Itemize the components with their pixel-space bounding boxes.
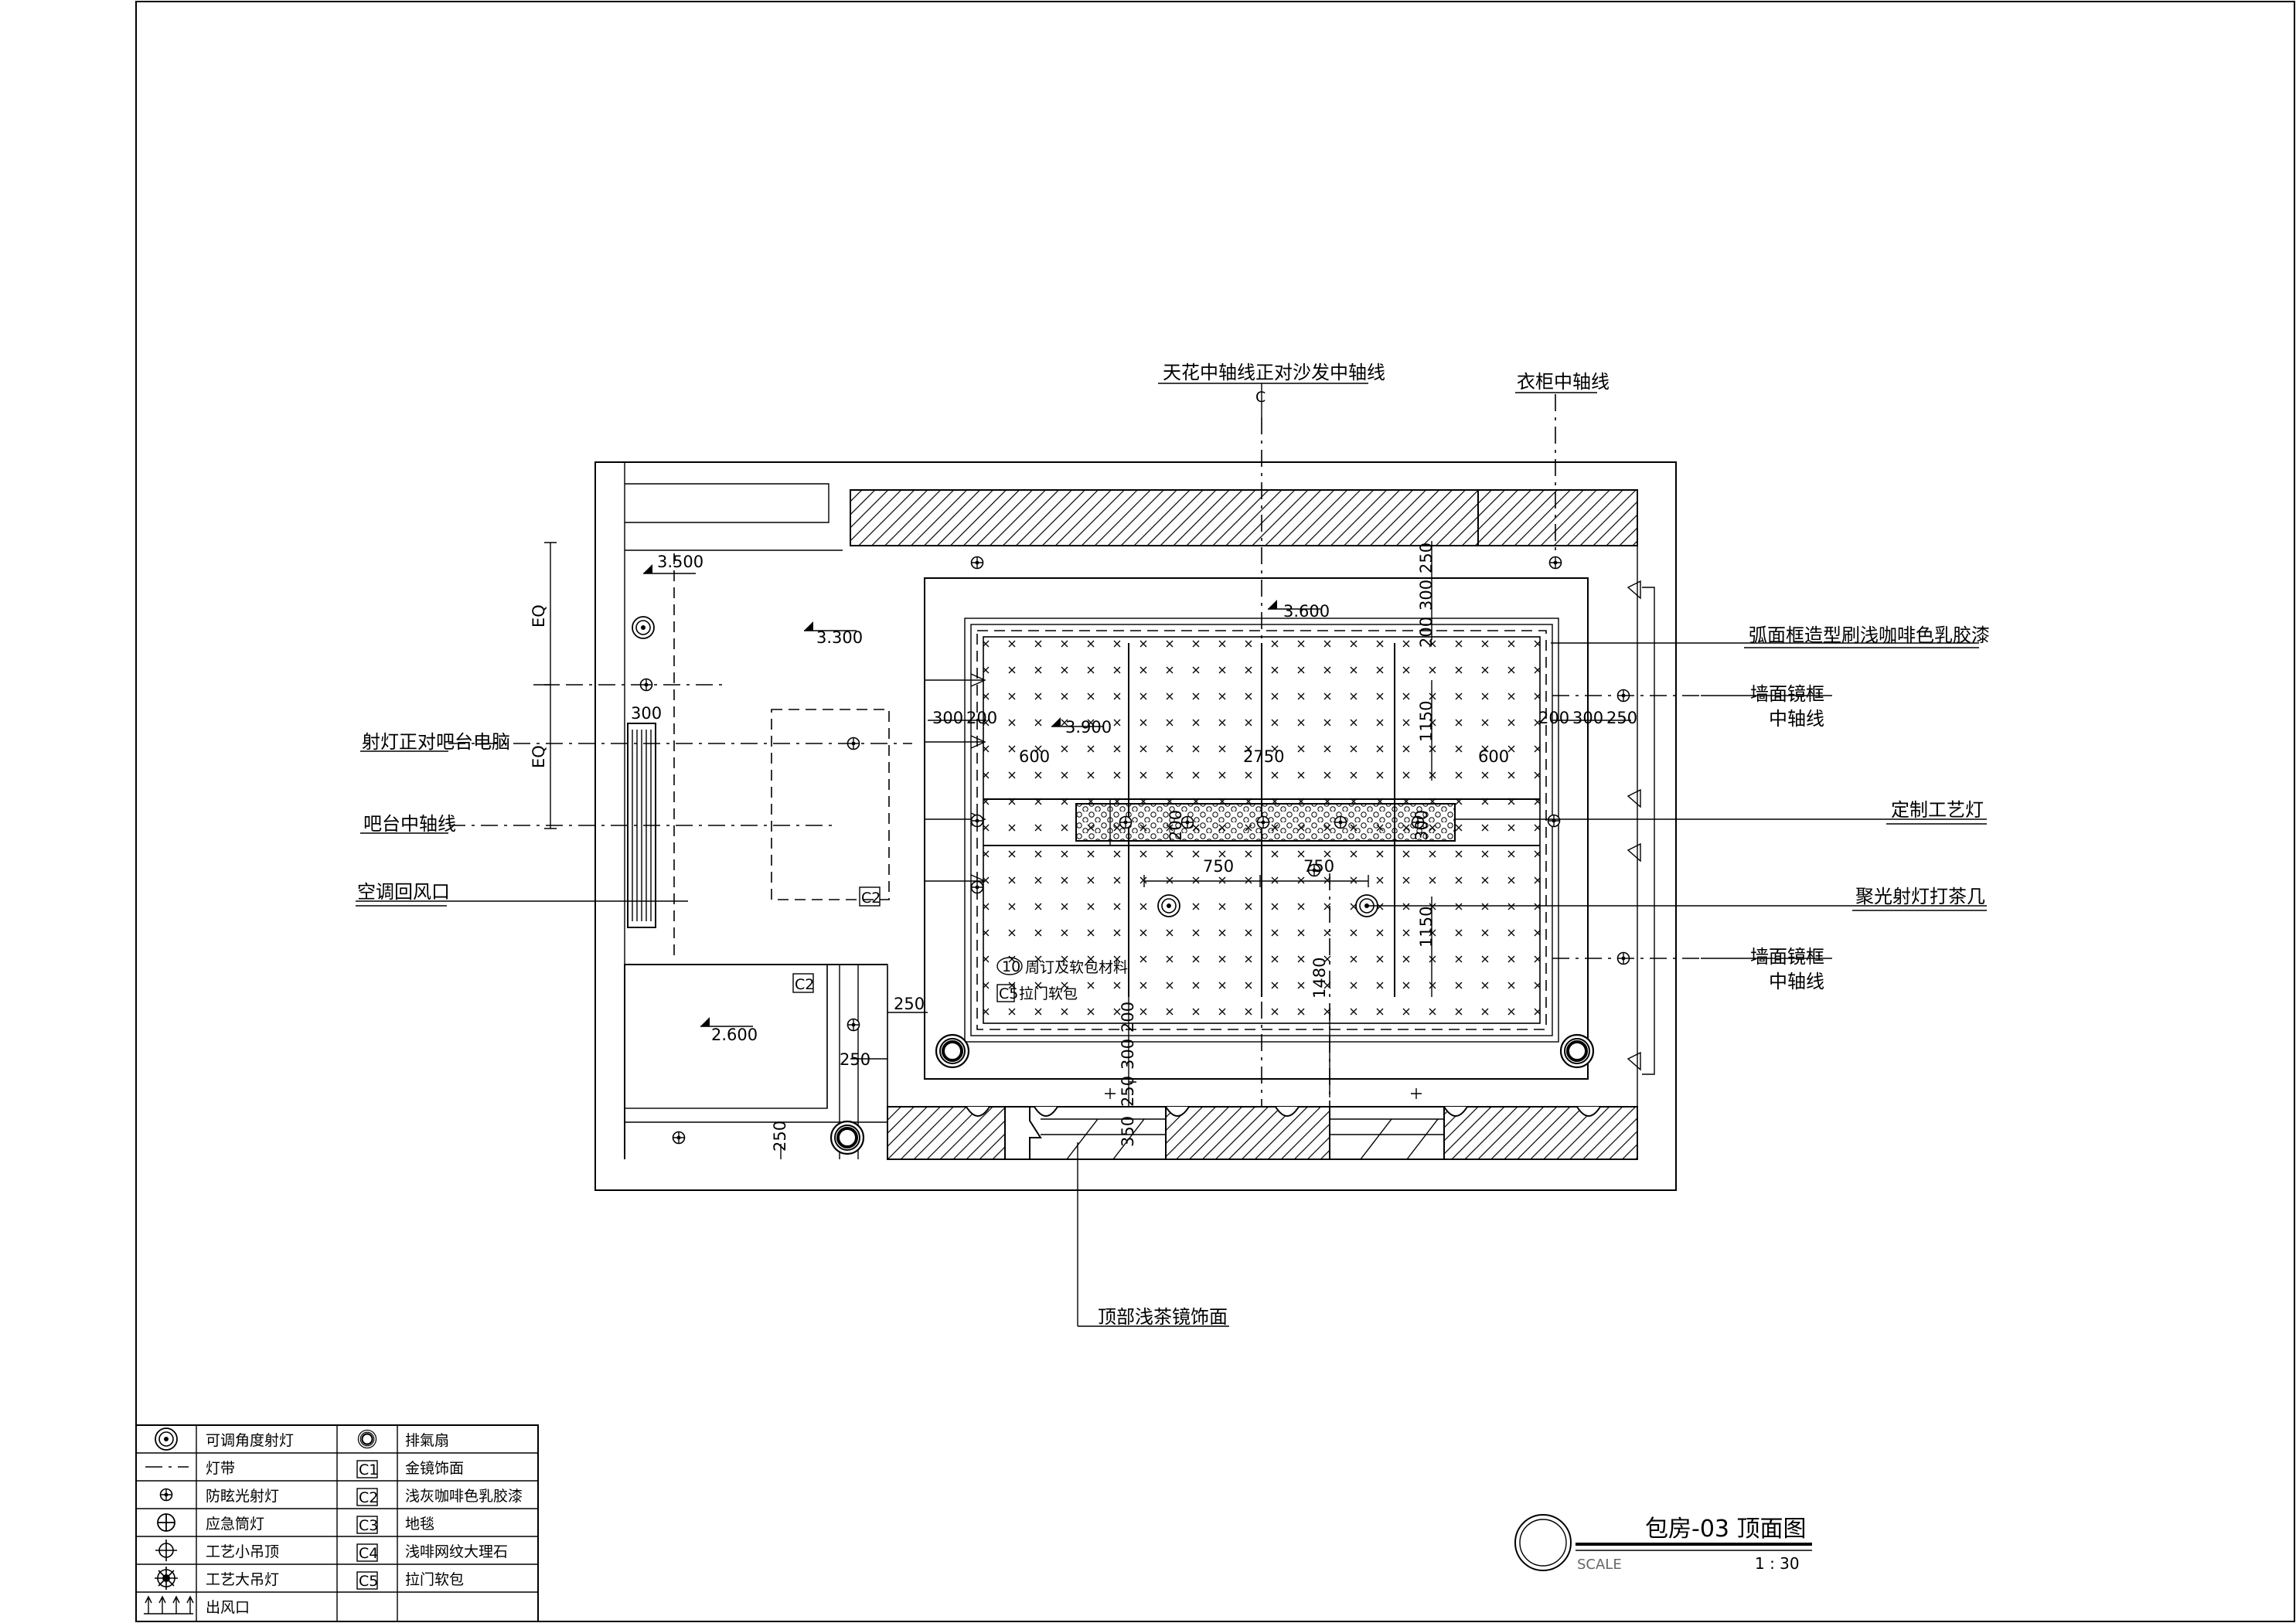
dim-750-b: 750 [1303,857,1334,876]
level-2600: 2.600 [711,1026,758,1044]
drawing-title: 包房-03 顶面图 [1645,1516,1807,1543]
outer-wall [594,461,1677,1191]
legend-label-3: 应急筒灯 [206,1516,264,1533]
legend-right-label-0: 排氣扇 [405,1432,449,1449]
dim-250-top: 250 [1417,543,1436,573]
dim-1150-bottom: 1150 [1417,907,1436,948]
legend-right-label-1: 金镜饰面 [405,1460,464,1477]
legend-right-label-4: 浅啡网纹大理石 [405,1543,508,1560]
title-block: 包房-03 顶面图 SCALE 1 : 30 [1514,1514,1812,1573]
tag-c2-b: C2 [795,976,814,993]
legend-label-4: 工艺小吊顶 [206,1543,279,1560]
level-3500: 3.500 [657,553,703,571]
legend-right-label-2: 浅灰咖啡色乳胶漆 [405,1488,523,1505]
legend-code-2: C2 [359,1489,378,1506]
callout-ceiling-axis: 天花中轴线正对沙发中轴线 [1163,362,1385,383]
callout-arc-frame: 弧面框造型刷浅咖啡色乳胶漆 [1749,624,1990,646]
callout-spot-computer: 射灯正对吧台电脑 [362,731,510,753]
callout-mirror-axis-2b: 中轴线 [1769,971,1824,992]
ceiling-panel-outer [924,577,1589,1080]
dim-300-right: 300 [1572,709,1603,727]
legend-label-5: 工艺大吊灯 [206,1571,279,1588]
tag-c2-a: C2 [861,890,881,907]
level-3900: 3.900 [1065,718,1112,737]
soft-pack-tag-2: C5 [999,985,1018,1002]
dim-200-right: 200 [1538,709,1569,727]
legend-label-0: 可调角度射灯 [206,1432,294,1449]
callout-wardrobe-axis: 衣柜中轴线 [1517,371,1610,393]
dim-600-right: 600 [1478,747,1509,766]
callout-custom-lamp: 定制工艺灯 [1891,799,1984,821]
legend-code-3: C3 [359,1517,378,1534]
soft-pack-tag-1: 10 [1002,958,1020,975]
sheet-border [135,1,2295,1622]
legend-label-6: 出风口 [206,1599,250,1616]
dim-300-left: 300 [932,709,963,727]
dim-200-mid: 200 [1167,810,1185,841]
dim-eq-2: EQ [530,745,548,768]
level-3600: 3.600 [1283,602,1330,621]
dim-300-mid: 300 [1412,810,1431,841]
dim-300-bottom: 300 [1119,1039,1137,1070]
dim-750-a: 750 [1203,857,1234,876]
scale-value: 1 : 30 [1755,1554,1800,1573]
legend-code-4: C4 [359,1545,378,1562]
callout-mirror-axis-1b: 中轴线 [1769,708,1824,730]
callout-mirror-top: 顶部浅茶镜饰面 [1098,1306,1228,1328]
legend-label-2: 防眩光射灯 [206,1488,279,1505]
dim-300-top: 300 [1417,580,1436,611]
dim-2750: 2750 [1243,747,1284,766]
legend-code-1: C1 [359,1461,378,1478]
dim-eq-1: EQ [530,604,548,628]
legend-right-label-3: 地毯 [405,1516,434,1533]
callout-ceiling-axis-mark: C [1255,389,1266,406]
dim-350-bottom: 350 [1119,1116,1137,1147]
callout-bar-axis: 吧台中轴线 [363,813,456,835]
ceiling-plan: 3.500 3.300 3.600 3.900 2.600 C2 [448,394,1701,1191]
callouts: 天花中轴线正对沙发中轴线 C 衣柜中轴线 弧面框造型刷浅咖啡色乳胶漆 墙面镜框 … [356,362,1990,1328]
dim-200-bottom: 200 [1119,1002,1137,1033]
dim-1150-top: 1150 [1417,701,1436,742]
legend-table: 可调角度射灯 灯带 防眩光射灯 应急筒灯 工艺小吊顶 工艺大吊灯 出风口 C1 … [135,1424,539,1622]
soft-pack-note-1: 周订及软包材料 [1025,959,1128,976]
callout-mirror-axis-1: 墙面镜框 [1750,683,1824,705]
legend-right-label-5: 拉门软包 [405,1571,464,1588]
dim-1480: 1480 [1310,958,1329,999]
dim-300-bar: 300 [631,704,662,723]
dim-200-top: 200 [1417,617,1436,648]
dim-600-left: 600 [1019,747,1050,766]
level-3300: 3.300 [816,628,863,647]
dim-250-corner: 250 [771,1121,789,1152]
dim-250-right: 250 [1606,709,1637,727]
soft-pack-note-2: 拉门软包 [1019,985,1078,1002]
top-wall-hatch [850,489,1638,546]
dim-250-bottom: 250 [1119,1076,1137,1107]
callout-ac-return: 空调回风口 [357,881,450,903]
callout-mirror-axis-2: 墙面镜框 [1750,946,1824,968]
level-markers [643,564,1320,1027]
dim-250-small: 250 [840,1050,870,1069]
dim-250-side: 250 [894,995,925,1013]
scale-label: SCALE [1577,1557,1622,1573]
callout-spot-table: 聚光射灯打茶几 [1855,886,1985,907]
legend-label-1: 灯带 [206,1460,235,1477]
dim-200-left: 200 [966,709,997,727]
legend-code-5: C5 [359,1573,378,1590]
